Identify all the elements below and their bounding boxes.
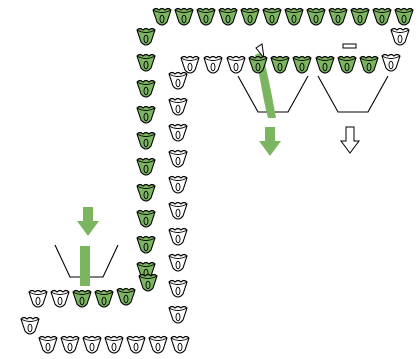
- bucket-icon: [226, 55, 246, 74]
- bucket-icon: [38, 335, 58, 354]
- bucket-icon: [136, 235, 156, 254]
- bucket-icon: [328, 7, 348, 26]
- bucket-icon: [170, 335, 190, 354]
- bucket-icon: [350, 7, 370, 26]
- bucket-icon: [180, 55, 200, 74]
- bucket-icon: [168, 71, 188, 90]
- discharge-hopper-right: [317, 75, 389, 113]
- bucket-icon: [126, 335, 146, 354]
- feed-arrow-icon: [77, 207, 99, 236]
- bucket-icon: [196, 7, 216, 26]
- bucket-icon: [270, 55, 290, 74]
- bucket-icon: [104, 335, 124, 354]
- bucket-icon: [94, 289, 114, 308]
- bucket-icon: [136, 105, 156, 124]
- bucket-icon: [168, 123, 188, 142]
- bucket-icon: [136, 53, 156, 72]
- bucket-icon: [168, 97, 188, 116]
- bucket-icon: [337, 55, 357, 74]
- bucket-chain: [20, 7, 414, 354]
- bucket-icon: [359, 55, 379, 74]
- bucket-icon: [116, 287, 136, 306]
- bucket-icon: [168, 201, 188, 220]
- bucket-icon: [136, 183, 156, 202]
- bucket-icon: [136, 27, 156, 46]
- bucket-icon: [72, 289, 92, 308]
- bucket-icon: [381, 53, 401, 72]
- bucket-icon: [136, 131, 156, 150]
- tipping-indicator-left: [255, 43, 265, 60]
- bucket-icon: [168, 253, 188, 272]
- bucket-icon: [390, 27, 410, 46]
- bucket-icon: [315, 55, 335, 74]
- bucket-icon: [168, 227, 188, 246]
- bucket-icon: [218, 7, 238, 26]
- bucket-icon: [50, 289, 70, 308]
- bucket-icon: [82, 335, 102, 354]
- bucket-icon: [28, 289, 48, 308]
- bucket-icon: [174, 7, 194, 26]
- bucket-icon: [203, 55, 223, 74]
- bucket-icon: [394, 7, 414, 26]
- bucket-icon: [240, 7, 260, 26]
- bucket-icon: [138, 273, 158, 292]
- bucket-icon: [168, 279, 188, 298]
- bucket-icon: [148, 335, 168, 354]
- discharge-arrow-loaded-icon: [259, 127, 281, 156]
- feed-stream: [80, 246, 90, 286]
- bucket-icon: [136, 209, 156, 228]
- tipping-indicator-right: [342, 43, 357, 49]
- bucket-icon: [372, 7, 392, 26]
- bucket-icon: [60, 335, 80, 354]
- bucket-icon: [292, 55, 312, 74]
- bucket-icon: [168, 175, 188, 194]
- discharge-arrow-idle-icon: [340, 126, 360, 154]
- bucket-icon: [168, 305, 188, 324]
- bucket-icon: [306, 7, 326, 26]
- bucket-icon: [136, 79, 156, 98]
- bucket-icon: [136, 157, 156, 176]
- bucket-icon: [168, 149, 188, 168]
- bucket-icon: [262, 7, 282, 26]
- bucket-icon: [284, 7, 304, 26]
- bucket-icon: [152, 7, 172, 26]
- bucket-icon: [20, 316, 40, 335]
